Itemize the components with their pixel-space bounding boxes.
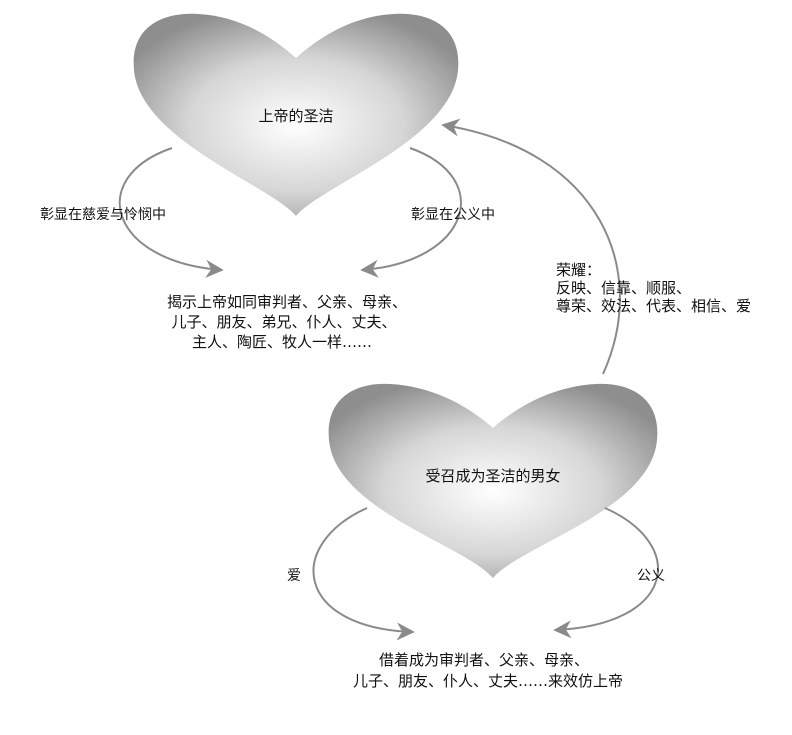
top-right-arrow-label: 彰显在公义中 [411, 206, 495, 223]
top-right-arrow [360, 147, 462, 278]
glory-line-2: 尊荣、效法、代表、相信、爱 [556, 297, 751, 315]
glory-line-1: 反映、信靠、顺服、 [556, 279, 691, 297]
bottom-right-arrow-label: 公义 [637, 568, 665, 584]
top-left-arrow-label: 彰显在慈爱与怜悯中 [40, 206, 166, 223]
glory-title: 荣耀： [556, 261, 601, 279]
bottom-result-line-1: 借着成为审判者、父亲、母亲、 [379, 651, 589, 669]
top-left-arrow [118, 147, 224, 278]
top-result-line-2: 儿子、朋友、弟兄、仆人、丈夫、 [171, 313, 396, 331]
top-heart-shape [133, 13, 459, 216]
bottom-heart-shape [328, 383, 658, 578]
glory-arrow [441, 118, 621, 375]
top-result-line-1: 揭示上帝如同审判者、父亲、母亲、 [167, 293, 407, 311]
top-result-line-3: 主人、陶匠、牧人一样…… [192, 333, 372, 351]
bottom-heart-label: 受召成为圣洁的男女 [425, 467, 560, 485]
bottom-left-arrow-label: 爱 [287, 568, 301, 584]
bottom-left-arrow [312, 507, 415, 641]
top-heart-label: 上帝的圣洁 [258, 107, 333, 125]
bottom-right-arrow [553, 507, 659, 639]
bottom-result-line-2: 儿子、朋友、仆人、丈夫……来效仿上帝 [353, 672, 623, 690]
